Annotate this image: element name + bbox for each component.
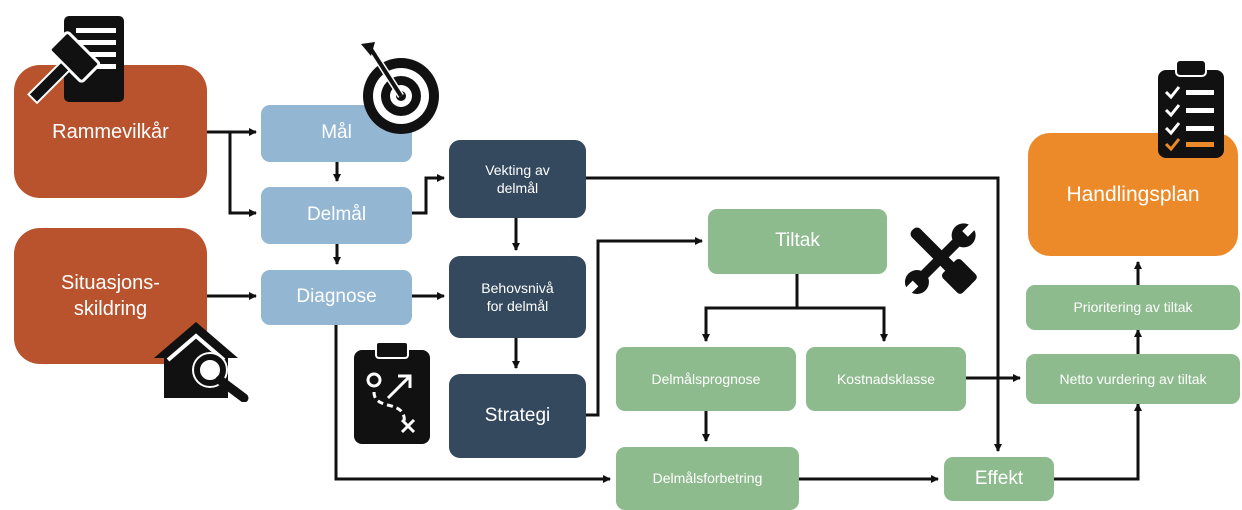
node-delmal-label: Delmål (306, 204, 367, 226)
node-tiltak: Tiltak (708, 209, 887, 274)
node-rammevilkar-label: Rammevilkår (52, 120, 169, 143)
node-effekt-label: Effekt (974, 467, 1024, 489)
node-situasjonsskildring-label: Situasjons- skildring (61, 272, 160, 320)
arrow-diagnose-forbetring (334, 325, 611, 483)
node-mal-label: Mål (321, 122, 352, 144)
arrow-vekting-effekt (586, 176, 1002, 452)
node-netto-vurdering: Netto vurdering av tiltak (1026, 354, 1240, 404)
arrow-strategi-tiltak (585, 237, 703, 417)
node-kostnadsklasse-label: Kostnadsklasse (836, 370, 936, 387)
node-prioritering: Prioritering av tiltak (1026, 285, 1240, 330)
node-behovsniva: Behovsnivå for delmål (449, 256, 586, 338)
arrow-tiltak-kostnadsklasse (797, 306, 888, 342)
node-prioritering-label: Prioritering av tiltak (1073, 299, 1193, 316)
node-delmalsforbetring: Delmålsforbetring (616, 447, 799, 510)
node-strategi: Strategi (449, 374, 586, 458)
node-tiltak-label: Tiltak (775, 230, 820, 252)
checklist-clipboard-icon (1158, 59, 1224, 158)
arrow-delmal-vekting (411, 174, 445, 215)
node-strategi-label: Strategi (484, 404, 551, 426)
node-delmal: Delmål (261, 187, 412, 244)
target-icon (361, 42, 439, 134)
node-vekting: Vekting av delmål (449, 140, 586, 218)
node-diagnose-label: Diagnose (296, 286, 377, 308)
house-search-icon (154, 322, 249, 402)
strategy-clipboard-icon (354, 341, 430, 444)
node-netto-vurdering-label: Netto vurdering av tiltak (1059, 370, 1207, 387)
node-effekt: Effekt (944, 457, 1054, 501)
gavel-document-icon (27, 16, 124, 105)
node-vekting-label: Vekting av delmål (485, 161, 550, 196)
node-delmalsprognose-label: Delmålsprognose (651, 370, 761, 387)
node-handlingsplan-label: Handlingsplan (1066, 182, 1200, 206)
node-delmalsprognose: Delmålsprognose (616, 347, 796, 411)
arrow-tiltak-delmalsprognose (702, 274, 799, 342)
node-diagnose: Diagnose (261, 270, 412, 325)
arrow-effekt-netto (1054, 403, 1142, 481)
node-kostnadsklasse: Kostnadsklasse (806, 347, 966, 411)
node-behovsniva-label: Behovsnivå for delmål (481, 279, 554, 314)
tools-icon (904, 222, 977, 295)
node-delmalsforbetring-label: Delmålsforbetring (652, 470, 763, 487)
arrow-rammevilkar-delmal (228, 132, 257, 217)
